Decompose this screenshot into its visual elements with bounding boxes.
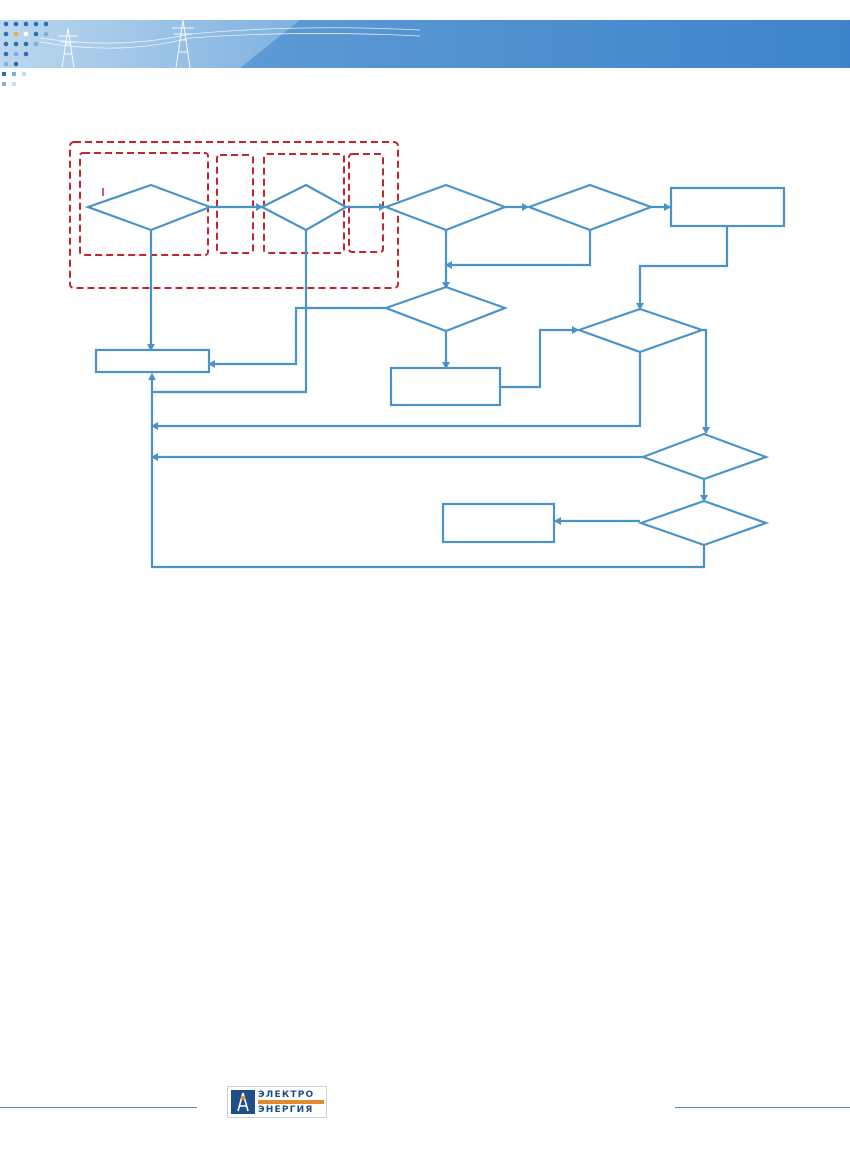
logo-text-line2: ЭНЕРГИЯ — [258, 1105, 314, 1115]
decision-node-8 — [637, 499, 770, 547]
decision-node-6 — [575, 307, 706, 354]
logo-text-line1: ЭЛЕКТРО — [258, 1090, 315, 1100]
footer-line-left — [0, 1107, 197, 1108]
group-outer — [69, 141, 399, 289]
footer-line-right — [675, 1107, 850, 1108]
connectors — [147, 203, 729, 569]
group-4 — [348, 153, 384, 253]
logo-stripe — [258, 1100, 324, 1104]
company-logo: ЭЛЕКТРО ЭНЕРГИЯ — [227, 1086, 327, 1118]
decision-node-1 — [84, 183, 214, 232]
process-node-top-right — [669, 186, 786, 228]
group-1 — [79, 152, 209, 256]
group-3 — [263, 153, 345, 254]
nodes — [84, 183, 786, 547]
header-banner — [0, 20, 850, 68]
process-node-bottom — [441, 502, 556, 544]
process-node-middle — [389, 366, 502, 407]
logo-mark-icon — [231, 1090, 255, 1114]
decision-node-2 — [259, 183, 349, 232]
pylon-icon — [58, 20, 194, 68]
decision-node-7 — [639, 432, 770, 481]
decision-node-3 — [382, 183, 509, 232]
dashed-group-boxes — [69, 141, 399, 289]
decision-node-4 — [525, 183, 655, 232]
process-node-left — [94, 348, 211, 374]
header-dots — [2, 72, 26, 86]
decision-node-5 — [382, 285, 509, 333]
group-2 — [216, 154, 254, 254]
